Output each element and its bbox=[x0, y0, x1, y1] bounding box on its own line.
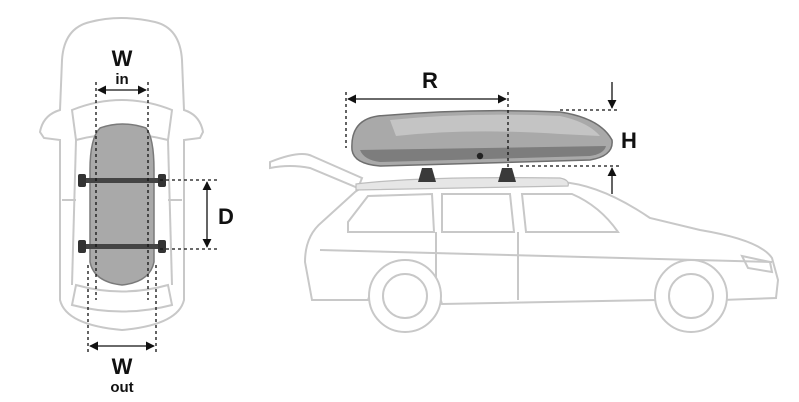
side-view-roof-rail bbox=[355, 168, 569, 191]
w-in-sub-label: in bbox=[115, 71, 128, 88]
w-in-dimension bbox=[95, 82, 149, 300]
crossbar-front bbox=[86, 178, 158, 183]
r-label: R bbox=[422, 68, 438, 93]
side-view-open-tailgate bbox=[269, 153, 364, 190]
crossbar-rear bbox=[86, 244, 158, 249]
d-label: D bbox=[218, 204, 234, 229]
side-view-window-rear bbox=[347, 192, 436, 233]
top-view-car-body bbox=[38, 17, 205, 332]
h-dimension bbox=[520, 82, 620, 194]
lock-icon bbox=[476, 152, 484, 160]
w-in-label: W bbox=[112, 46, 133, 71]
top-view-roof-box bbox=[78, 123, 166, 286]
side-view-window-front bbox=[520, 193, 620, 233]
w-out-sub-label: out bbox=[110, 379, 133, 396]
w-out-label: W bbox=[112, 354, 133, 379]
rear-foot bbox=[418, 168, 436, 182]
top-view-rear-window bbox=[70, 283, 174, 313]
side-view-wheels bbox=[368, 259, 728, 333]
side-view-headlight bbox=[740, 254, 774, 274]
w-out-dimension bbox=[87, 265, 157, 352]
side-view-window-middle bbox=[441, 193, 516, 233]
front-foot bbox=[498, 168, 516, 182]
side-view-roof-box bbox=[351, 109, 613, 167]
r-dimension bbox=[345, 92, 509, 168]
d-dimension bbox=[160, 179, 218, 250]
h-label: H bbox=[621, 128, 637, 153]
top-view-car bbox=[38, 17, 205, 332]
